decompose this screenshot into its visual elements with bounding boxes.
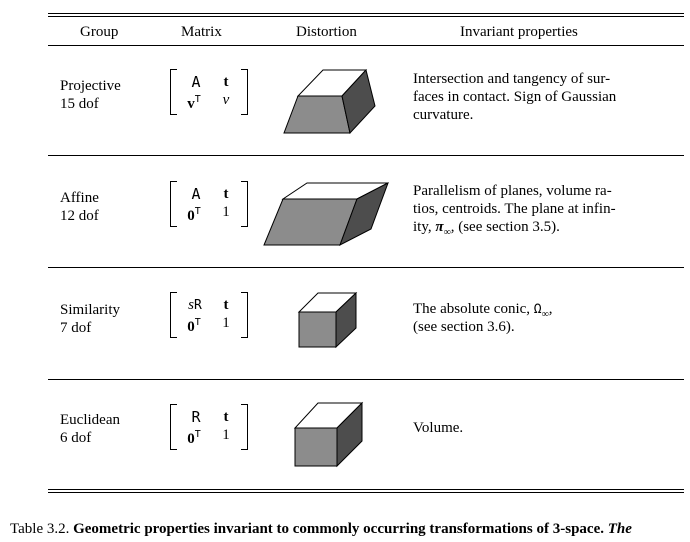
right-bracket: [241, 292, 248, 338]
caption-bold-text: Geometric properties invariant to common…: [73, 521, 604, 537]
group-name-affine: Affine: [60, 190, 99, 206]
header-invariant: Invariant properties: [460, 24, 578, 40]
row-rule-2: [48, 267, 684, 268]
matrix-entry: t: [223, 297, 229, 313]
matrix-entry: t: [223, 186, 229, 202]
row-rule-1: [48, 155, 684, 156]
matrix-entry: 1: [222, 427, 230, 443]
matrix-entry: R: [191, 408, 201, 426]
invariant-affine-line2: tios, centroids. The plane at infin-: [413, 201, 616, 217]
caption-label: Table 3.2.: [10, 521, 70, 537]
invariant-affine-line1: Parallelism of planes, volume ra-: [413, 183, 612, 199]
group-name-similarity: Similarity: [60, 302, 120, 318]
invariant-euclidean-line1: Volume.: [413, 420, 464, 436]
matrix-entry: 1: [222, 315, 230, 331]
header-rule: [48, 45, 684, 46]
matrix-entry: t: [223, 74, 229, 90]
matrix-entry: A: [191, 73, 201, 91]
matrix-entry: v: [222, 92, 230, 108]
invariant-projective-line3: curvature.: [413, 107, 474, 123]
invariant-projective-line2: faces in contact. Sign of Gaussian: [413, 89, 617, 105]
matrix-entry: sR: [188, 297, 202, 313]
invariant-projective-line1: Intersection and tangency of sur-: [413, 71, 611, 87]
right-bracket: [241, 181, 248, 227]
matrix-similarity: sR t 0T 1: [170, 292, 248, 338]
matrix-euclidean: R t 0T 1: [170, 404, 248, 450]
matrix-entry: 0T: [187, 429, 201, 447]
row-rule-3: [48, 379, 684, 380]
matrix-entry: 0T: [187, 206, 201, 224]
top-rule-2: [48, 16, 684, 17]
bottom-rule-2: [48, 492, 684, 493]
matrix-entry: vT: [187, 94, 201, 112]
matrix-entry: t: [223, 409, 229, 425]
invariant-similarity-line2: (see section 3.6).: [413, 319, 515, 335]
left-bracket: [170, 292, 177, 338]
left-bracket: [170, 181, 177, 227]
bottom-rule-1: [48, 489, 684, 490]
left-bracket: [170, 404, 177, 450]
matrix-entry: A: [191, 185, 201, 203]
matrix-projective: A t vT v: [170, 69, 248, 115]
invariant-similarity-line1: The absolute conic, Ω∞,: [413, 301, 553, 320]
group-dof-affine: 12 dof: [60, 208, 99, 224]
right-bracket: [241, 404, 248, 450]
group-dof-projective: 15 dof: [60, 96, 99, 112]
top-rule-1: [48, 13, 684, 14]
group-dof-similarity: 7 dof: [60, 320, 92, 336]
left-bracket: [170, 69, 177, 115]
header-distortion: Distortion: [296, 24, 357, 40]
header-matrix: Matrix: [181, 24, 222, 40]
matrix-affine: A t 0T 1: [170, 181, 248, 227]
caption-italic-text: The: [607, 521, 632, 537]
group-dof-euclidean: 6 dof: [60, 430, 92, 446]
invariant-affine-line3: ity, π∞, (see section 3.5).: [413, 219, 560, 238]
right-bracket: [241, 69, 248, 115]
group-name-projective: Projective: [60, 78, 121, 94]
table-caption: Table 3.2. Geometric properties invarian…: [10, 521, 632, 538]
matrix-entry: 0T: [187, 317, 201, 335]
header-group: Group: [80, 24, 119, 40]
group-name-euclidean: Euclidean: [60, 412, 120, 428]
matrix-entry: 1: [222, 204, 230, 220]
